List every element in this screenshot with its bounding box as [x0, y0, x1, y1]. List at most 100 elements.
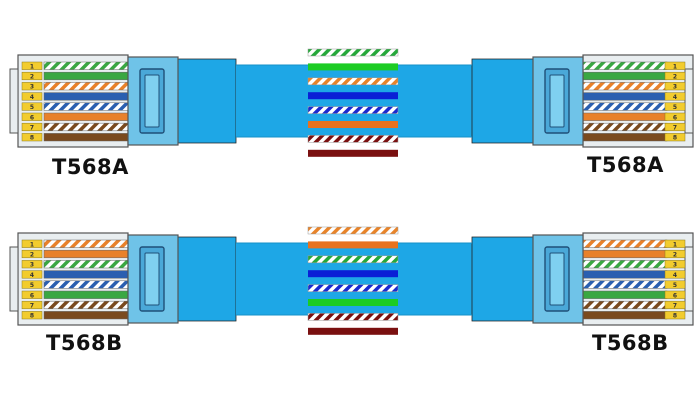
plug-latch [9, 246, 19, 312]
pin-number: 3 [673, 84, 677, 91]
pin-1 [664, 61, 686, 70]
plug-clip-window [144, 252, 160, 306]
pin-2 [21, 249, 43, 259]
pin-number: 6 [30, 292, 34, 299]
wire-5 [582, 102, 668, 111]
pin-3 [664, 82, 686, 91]
pin-number: 5 [30, 104, 34, 111]
wire-4 [43, 92, 129, 101]
pin-number: 2 [673, 252, 677, 259]
wire-7 [43, 122, 129, 132]
pin-8 [664, 133, 686, 142]
pin-4 [21, 92, 43, 101]
pin-2 [664, 71, 686, 81]
wire-1 [43, 239, 129, 248]
wire-4 [582, 92, 668, 101]
legend-wire-5 [307, 284, 399, 292]
pin-number: 2 [30, 252, 34, 259]
plug-clip-window [549, 252, 565, 306]
pin-1 [21, 61, 43, 70]
pin-5 [664, 102, 686, 111]
wire-6 [43, 290, 129, 299]
wire-8 [582, 133, 668, 142]
plug-latch [684, 68, 694, 134]
plug-clip-window [549, 74, 565, 128]
pin-number: 8 [30, 135, 34, 142]
pin-8 [664, 311, 686, 320]
pin-5 [21, 280, 43, 289]
plug-clip-window [144, 74, 160, 128]
pin-number: 5 [673, 282, 677, 289]
wire-8 [43, 133, 129, 142]
jacket-right-collar [471, 58, 534, 144]
wire-1 [43, 61, 129, 70]
pin-number: 4 [673, 272, 677, 279]
pin-7 [664, 122, 686, 132]
pin-number: 1 [30, 241, 34, 248]
legend-wire-3 [307, 77, 399, 86]
plug-body [582, 232, 694, 326]
legend-wire-1 [307, 48, 399, 57]
pin-number: 3 [673, 262, 677, 269]
wire-5 [43, 102, 129, 111]
pin-6 [664, 112, 686, 121]
pin-1 [664, 239, 686, 248]
pin-number: 4 [30, 272, 34, 279]
pin-number: 7 [30, 125, 34, 132]
jacket-right-collar [471, 236, 534, 322]
pin-2 [21, 71, 43, 81]
pin-6 [21, 290, 43, 299]
pin-3 [21, 82, 43, 91]
pin-number: 8 [673, 313, 677, 320]
jacket-t568b-cable [177, 236, 534, 322]
wire-7 [582, 300, 668, 310]
pin-5 [664, 280, 686, 289]
pin-number: 7 [30, 303, 34, 310]
wire-3 [582, 260, 668, 269]
legend-wire-7 [307, 313, 399, 321]
wire-3 [43, 82, 129, 91]
pin-4 [21, 270, 43, 279]
pin-number: 6 [673, 292, 677, 299]
wire-6 [43, 112, 129, 121]
t568b-right-label: T568B [592, 331, 669, 355]
wire-3 [43, 260, 129, 269]
wire-1 [582, 61, 668, 70]
t568a-right-label: T568A [587, 153, 664, 177]
pin-3 [664, 260, 686, 269]
pin-4 [664, 270, 686, 279]
plug-body [17, 232, 129, 326]
wire-2 [43, 249, 129, 259]
jacket-center [236, 243, 472, 315]
legend-wire-4 [308, 92, 398, 100]
legend-wire-8 [308, 149, 398, 157]
pin-number: 2 [30, 74, 34, 81]
pin-number: 1 [673, 63, 677, 70]
wire-legend-t568a-cable [307, 48, 399, 157]
wire-2 [582, 71, 668, 81]
pin-8 [21, 311, 43, 320]
pin-7 [664, 300, 686, 310]
pin-4 [664, 92, 686, 101]
pin-6 [664, 290, 686, 299]
wire-5 [43, 280, 129, 289]
pin-number: 7 [673, 303, 677, 310]
legend-wire-2 [308, 63, 398, 71]
legend-wire-6 [308, 299, 398, 306]
wire-1 [582, 239, 668, 248]
pin-number: 4 [30, 94, 34, 101]
jacket-t568a-cable [177, 58, 534, 144]
pin-number: 3 [30, 84, 34, 91]
pin-number: 5 [30, 282, 34, 289]
plug-latch [684, 246, 694, 312]
wire-6 [582, 112, 668, 121]
pin-number: 3 [30, 262, 34, 269]
pin-number: 2 [673, 74, 677, 81]
wire-2 [43, 71, 129, 81]
